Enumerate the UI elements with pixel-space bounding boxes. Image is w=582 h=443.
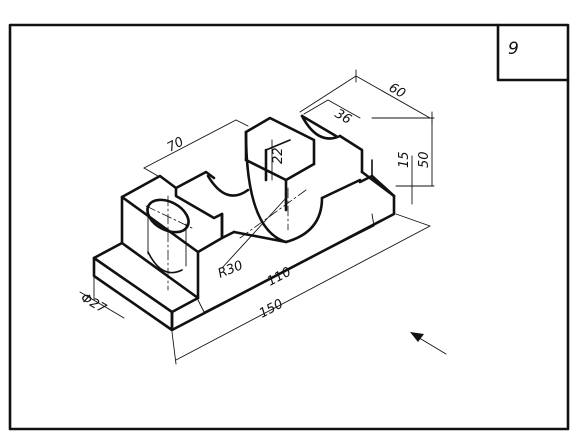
- isometric-part: [92, 114, 396, 332]
- left-boss: [120, 174, 224, 300]
- title-box: 9: [496, 23, 570, 82]
- view-direction-arrow-icon: [410, 332, 447, 355]
- dim-r30: R30: [216, 258, 245, 281]
- dim-diameter-27: Φ27: [78, 290, 109, 317]
- dimension-lines: [79, 69, 435, 365]
- dim-60: 60: [386, 80, 408, 101]
- dim-22: 22: [271, 147, 286, 164]
- dim-36: 36: [332, 106, 354, 127]
- sheet-frame: [8, 23, 570, 431]
- saddle-block: [174, 114, 396, 244]
- dim-15: 15: [397, 151, 412, 168]
- dim-50: 50: [417, 151, 432, 168]
- sheet-number: 9: [508, 39, 519, 59]
- dim-70: 70: [165, 135, 187, 156]
- dim-150: 150: [257, 297, 286, 322]
